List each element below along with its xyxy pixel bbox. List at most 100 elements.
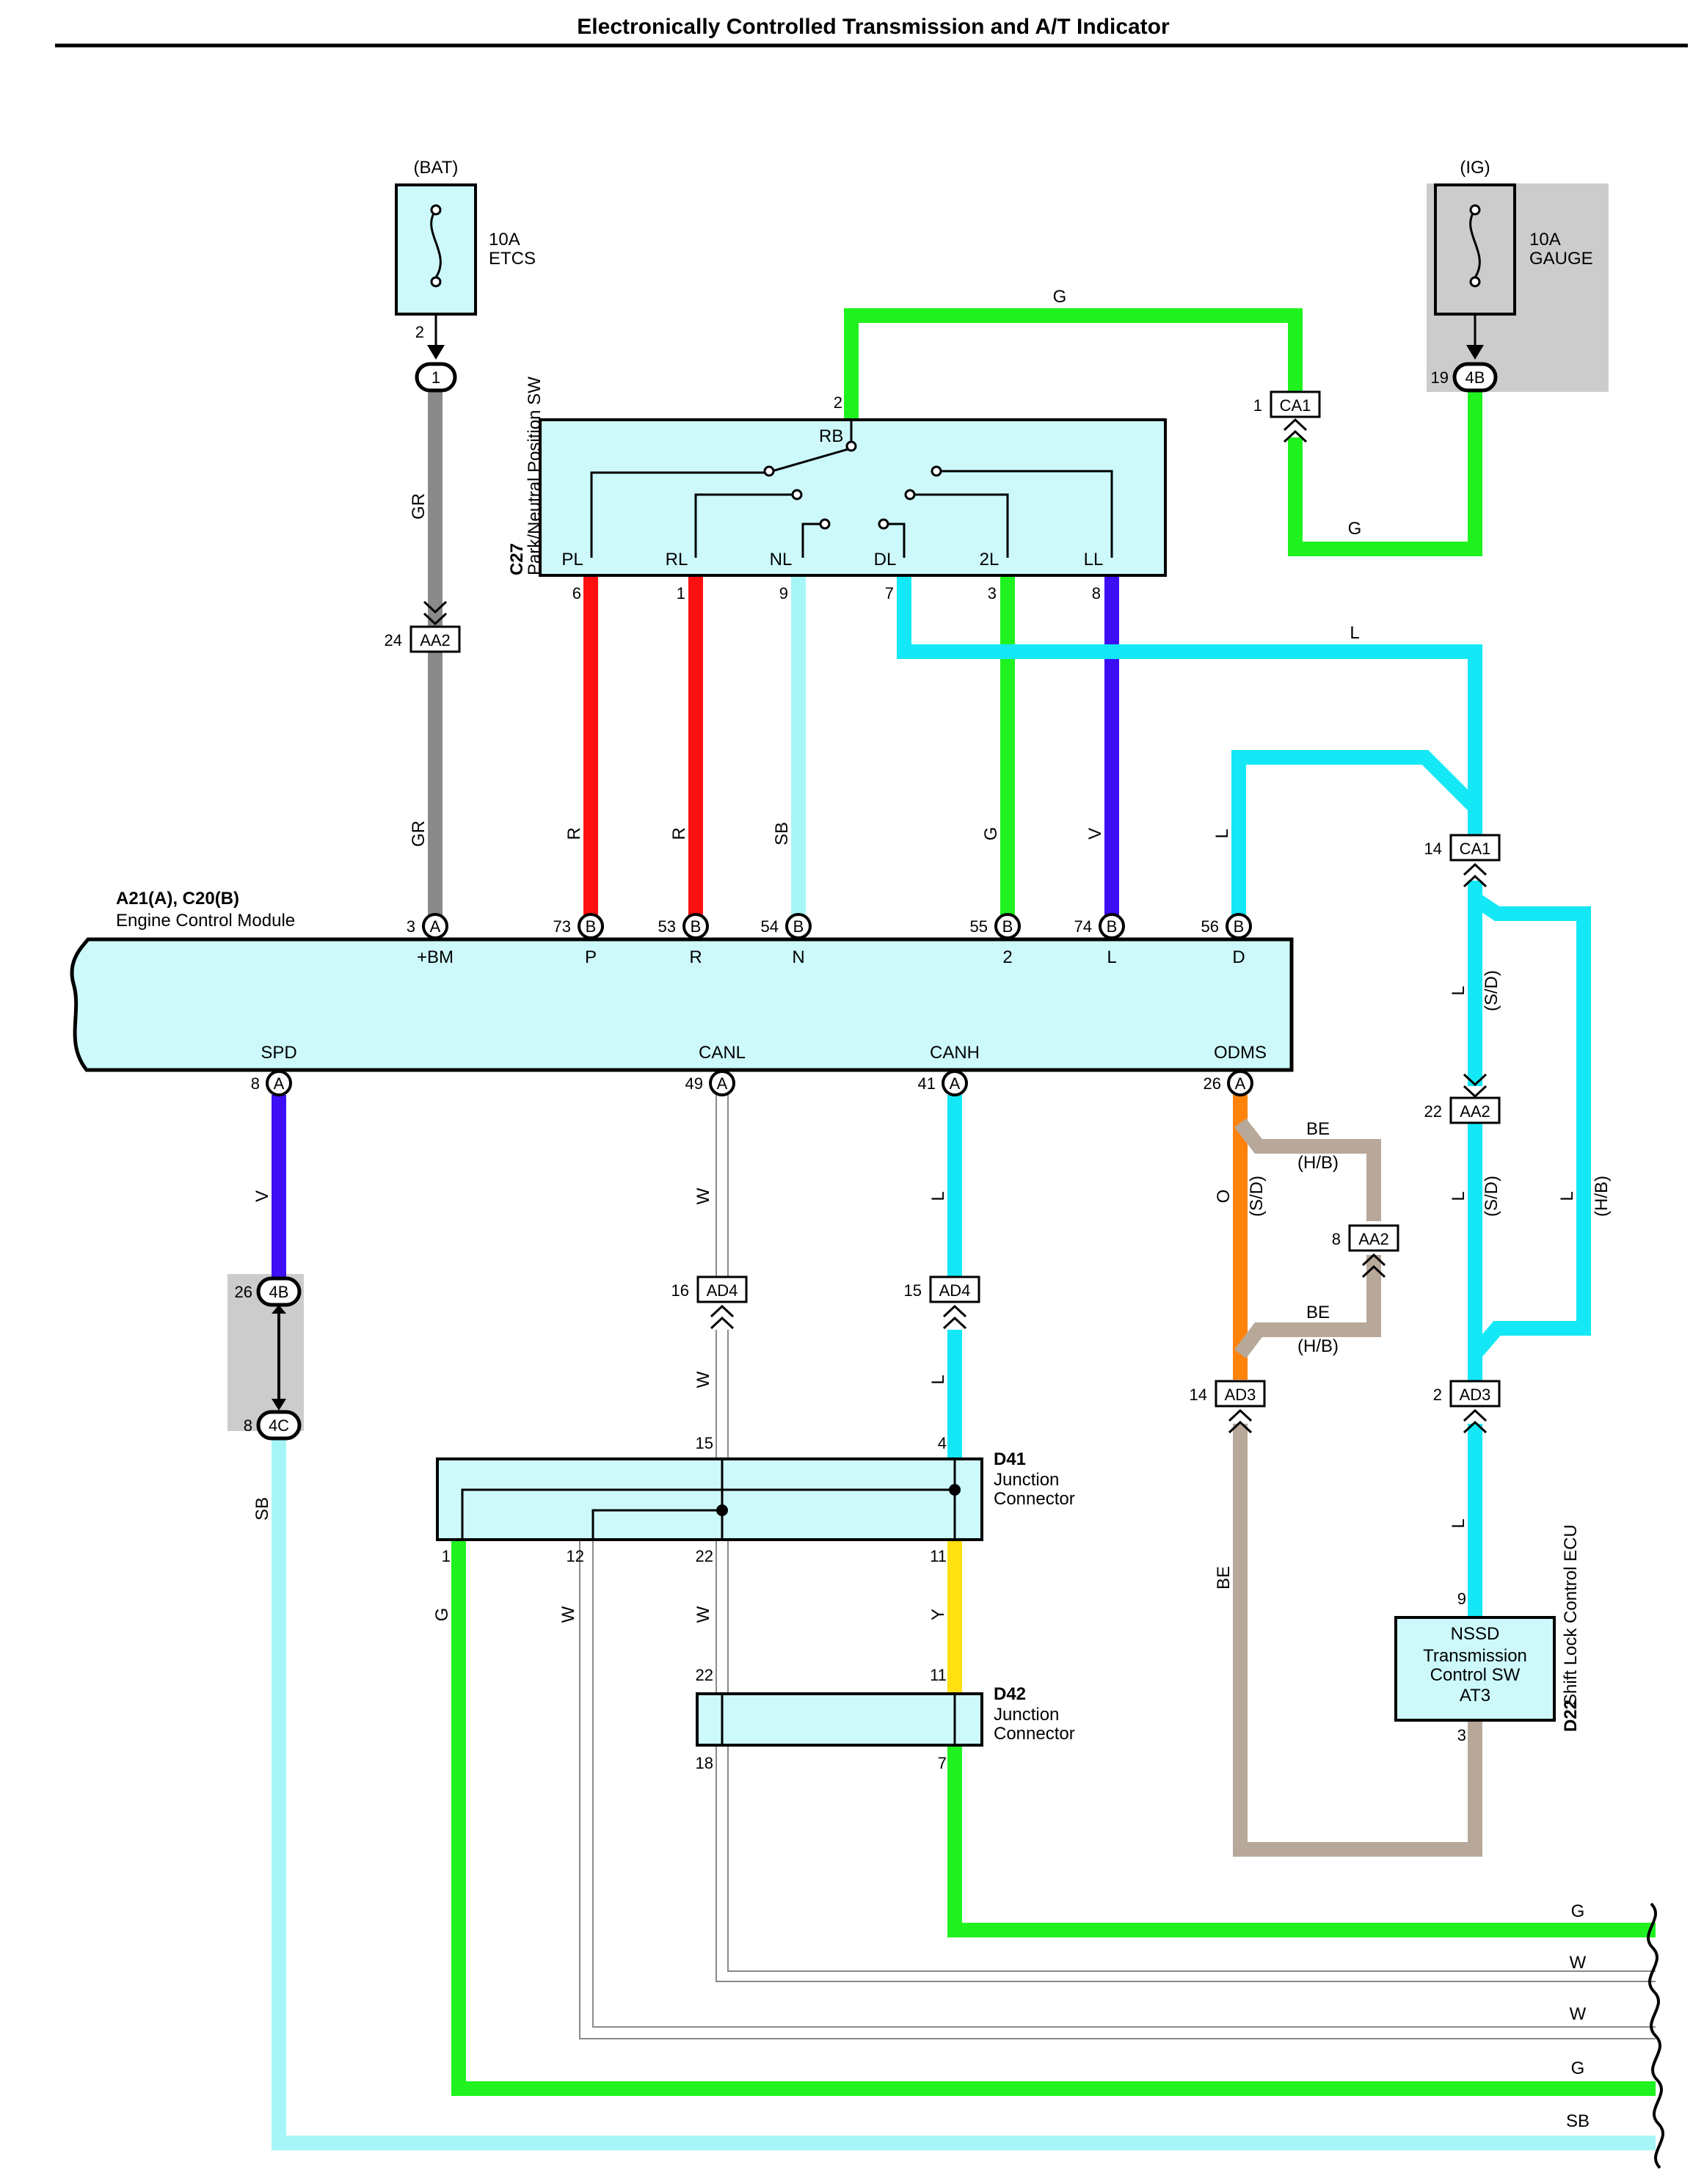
pns-pin-nl: 9 [779,584,788,603]
c4b-name: 4B [269,1283,289,1301]
lbl-w-canl1: W [693,1187,713,1204]
svg-text:49: 49 [685,1074,703,1093]
connector-ad3-l: AD3 2 [1433,1380,1501,1434]
d22-line2: Transmission [1423,1646,1527,1666]
d42-pin-22: 22 [696,1666,713,1684]
output-labels: G W W G SB [1566,1901,1590,2131]
wire-g-d41 [451,1540,1656,2096]
ecm-pin-54b: B 54 N [761,913,812,967]
lbl-g-top: G [1053,287,1067,307]
pns-code: C27 [507,543,527,575]
svg-text:56: 56 [1201,917,1219,936]
d41-code: D41 [994,1449,1026,1469]
ca1-l-pin: 14 [1424,840,1442,858]
ecm-pin-odms: ODMS A 26 [1204,1043,1267,1096]
svg-text:+BM: +BM [417,947,454,967]
wire-labels: GR GR R R SB G V L G G L L (S/D) L (S/D)… [252,287,1612,1623]
aa2-l-name: AA2 [1460,1102,1490,1121]
ecm-top-pins: A 3 +BM B 73 P B 53 R B 54 N B 55 2 [407,913,1252,967]
out-label-1: W [1570,1953,1587,1973]
svg-text:3: 3 [407,917,415,936]
park-neutral-switch: 2 RB C27 Park/Neutral Position SW PL RL … [507,376,1167,603]
lbl-sb-1: SB [772,822,792,845]
lbl-w-d41-12: W [558,1606,578,1623]
lbl-sd-bus2: (S/D) [1482,1176,1501,1217]
ad4-w-pin: 16 [671,1281,689,1300]
lbl-hb-top: (H/B) [1297,1153,1339,1173]
lbl-v-1: V [1085,828,1105,840]
connector-ad3-o: AD3 14 [1190,1380,1266,1434]
lbl-r-1: R [564,827,584,840]
svg-text:A: A [430,917,441,936]
fuse-ig-connector: 4B [1465,368,1485,387]
d42-name2: Connector [994,1724,1075,1744]
out-label-4: SB [1566,2111,1590,2131]
lbl-l-top: L [1350,623,1359,643]
ecm-pin-73b: B 73 P [553,913,604,967]
svg-text:8: 8 [251,1074,260,1093]
connector-ca1-g: CA1 1 [1253,390,1321,443]
svg-text:B: B [1002,917,1013,936]
lbl-be-top: BE [1306,1119,1330,1139]
svg-text:N: N [792,947,804,967]
lbl-g-1: G [981,827,1001,841]
lbl-hb-mid: (H/B) [1297,1336,1339,1356]
d41-name1: Junction [994,1470,1059,1490]
fuse-ig-pin: 19 [1431,368,1449,387]
c4b-pin: 26 [235,1283,252,1301]
out-label-3: G [1571,2059,1585,2078]
wire-canl-w [716,1095,1656,1982]
d41-pin-1: 1 [442,1547,451,1565]
svg-text:55: 55 [970,917,988,936]
lbl-gr-1: GR [409,493,429,520]
pns-name: Park/Neutral Position SW [525,376,545,575]
lbl-gr-2: GR [409,820,429,847]
ad3-o-pin: 14 [1190,1386,1207,1404]
out-label-2: W [1570,2004,1587,2024]
connector-ad4-l: AD4 15 [904,1275,980,1330]
ad3-o-name: AD3 [1225,1386,1256,1404]
wire-d41-w [579,1540,1656,2039]
lbl-l-bus3: L [1449,1518,1468,1528]
connector-aa2-gr: AA2 24 [385,600,461,653]
lbl-v-spd: V [252,1190,272,1202]
lbl-l-hb: L [1557,1191,1577,1201]
fuse-bat: (BAT) 10A ETCS 2 1 [395,158,536,393]
d41-pin-11: 11 [930,1547,947,1565]
svg-text:R: R [689,947,702,967]
lbl-l-canh2: L [928,1375,948,1384]
wire-sb-bottom [272,1438,1656,2150]
lbl-l-bus2: L [1449,1191,1468,1201]
ecm-pin-53b: B 53 R [658,913,709,967]
lbl-y: Y [928,1609,948,1620]
fuse-bat-source: (BAT) [414,158,459,178]
svg-text:B: B [793,917,804,936]
svg-text:B: B [1234,917,1245,936]
svg-text:B: B [691,917,702,936]
lbl-g-d41: G [432,1608,452,1622]
svg-text:CANH: CANH [930,1043,980,1063]
c4c-pin: 8 [244,1416,252,1435]
d41-pin-15: 15 [696,1434,713,1452]
ad3-l-pin: 2 [1433,1386,1442,1404]
ca1-l-name: CA1 [1460,840,1491,858]
d42-name1: Junction [994,1705,1059,1725]
ad4-l-pin: 15 [904,1281,922,1300]
junction-d42: D42 Junction Connector 22 11 18 7 [696,1666,1075,1772]
pns-term-rl: RL [666,550,688,569]
ad3-l-name: AD3 [1460,1386,1491,1404]
svg-text:B: B [1107,917,1118,936]
wire-g-top [844,308,1303,420]
pns-rb-label: RB [819,426,843,446]
pns-pin-pl: 6 [572,584,581,603]
ecm-pin-3a: A 3 +BM [407,913,454,967]
pns-term-nl: NL [770,550,793,569]
connector-ad4-w: AD4 16 [671,1275,748,1330]
pns-term-pl: PL [561,550,583,569]
d41-pin-12: 12 [567,1547,584,1565]
wire-be-bottom [1233,1424,1482,1857]
lbl-sd-o: (S/D) [1247,1176,1267,1217]
svg-text:ODMS: ODMS [1214,1043,1267,1063]
break-mark [1647,1902,1664,2169]
fuse-ig-name: GAUGE [1529,249,1593,269]
